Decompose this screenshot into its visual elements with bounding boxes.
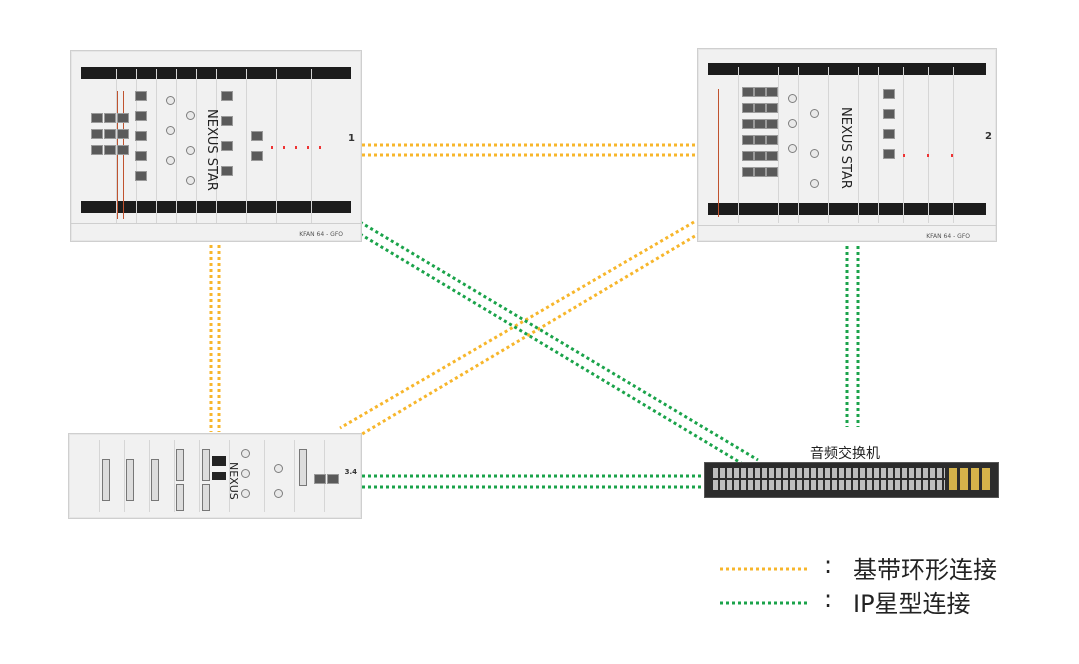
rack-model: KFAN 64 - GFO: [926, 233, 970, 240]
rack-brand: NEXUS STAR: [204, 109, 219, 191]
rack-rail-top: [708, 63, 986, 75]
rack-brand: NEXUS: [227, 462, 240, 500]
rack-number: 2: [985, 131, 992, 142]
rack-2: NEXUS STAR 2 KFAN 64 - GFO: [697, 48, 997, 242]
legend-colon: :: [824, 551, 833, 579]
legend-baseband-label: 基带环形连接: [853, 556, 997, 584]
rack-brand: NEXUS STAR: [838, 107, 853, 189]
legend-ip-label: IP星型连接: [853, 590, 971, 618]
audio-switch: [704, 462, 999, 498]
rack-rail-bottom: [708, 203, 986, 215]
rack-model: KFAN 64 - GFO: [299, 231, 343, 238]
baseband-link-2-3-b: [351, 231, 701, 442]
audio-switch-label: 音频交换机: [810, 446, 880, 462]
rack-1: NEXUS STAR 1 KFAN 64 - GFO: [70, 50, 362, 242]
baseband-links: [209, 143, 701, 442]
rack-3: NEXUS 3.4: [68, 433, 362, 519]
ip-link-1-switch-b: [359, 232, 747, 468]
rack-number: 1: [348, 133, 355, 144]
legend-colon: :: [824, 585, 833, 613]
ip-links: [359, 220, 860, 489]
baseband-link-2-3-a: [339, 220, 695, 430]
legend-swatches: [720, 567, 810, 605]
rack-number: 3.4: [344, 468, 357, 476]
ip-link-1-switch-a: [359, 220, 759, 462]
